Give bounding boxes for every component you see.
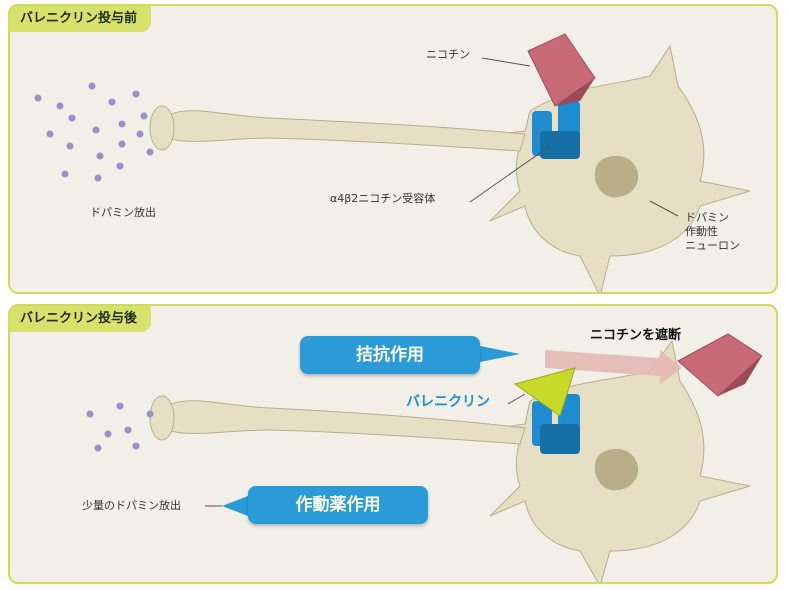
- block-arrow: [545, 350, 682, 384]
- label-varenicline: バレニクリン: [406, 394, 490, 410]
- label-neuron: ドパミン 作動性 ニューロン: [685, 211, 740, 252]
- panel-after-varenicline: バレニクリン投与後 拮抗作用 ニコチンを遮断 バレニクリン 少量のドパミン放出 …: [8, 304, 778, 584]
- callout-agonist: 作動薬作用: [248, 486, 428, 524]
- dopamine-dots: [86, 402, 154, 452]
- receptor-icon: [532, 394, 580, 454]
- varenicline-icon: [513, 367, 576, 417]
- tab-before: バレニクリン投与前: [10, 6, 152, 32]
- axon: [159, 110, 526, 152]
- panel-before-varenicline: バレニクリン投与前 ニコチン α4β2ニコチン受容体 ドパミン放出 ドパミン 作…: [8, 4, 778, 294]
- callout-antagonist: 拮抗作用: [300, 336, 480, 374]
- tab-after: バレニクリン投与後: [10, 306, 152, 332]
- dopamine-dots: [34, 82, 154, 182]
- neuron-diagram-after: [86, 333, 763, 582]
- label-nicotine: ニコチン: [426, 48, 470, 61]
- label-block-nicotine: ニコチンを遮断: [590, 328, 682, 343]
- axon-terminal: [149, 105, 175, 151]
- label-receptor: α4β2ニコチン受容体: [330, 192, 436, 205]
- label-dopamine-release: ドパミン放出: [90, 206, 156, 219]
- axon: [159, 400, 526, 445]
- nicotine-icon: [677, 333, 763, 397]
- axon-terminal: [149, 395, 175, 441]
- neuron-diagram-before: [34, 33, 751, 292]
- receptor-icon: [532, 101, 580, 159]
- label-small-dopamine-release: 少量のドパミン放出: [82, 499, 181, 512]
- nucleus: [594, 448, 639, 491]
- nucleus: [594, 155, 639, 198]
